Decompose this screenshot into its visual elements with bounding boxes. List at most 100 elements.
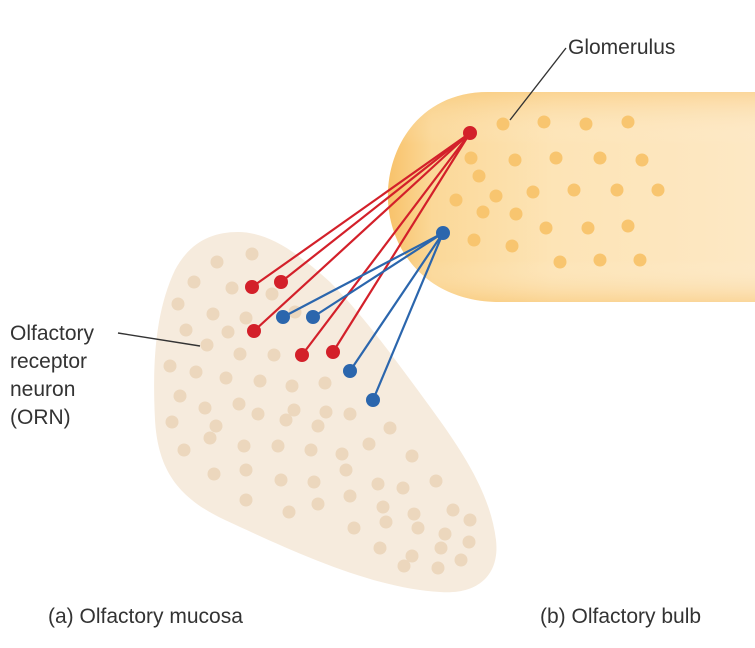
orn-label-line-3: neuron [10, 378, 76, 401]
bulb-dot [505, 239, 519, 253]
mucosa-dot [225, 281, 239, 295]
orn-label: Olfactory receptor neuron (ORN) [10, 320, 94, 432]
red-axon [253, 132, 471, 332]
bulb-glomeruli-dots [449, 115, 665, 269]
mucosa-dot [318, 376, 332, 390]
bulb-dot [472, 169, 486, 183]
red-neuron-dot [247, 324, 261, 338]
mucosa-dot [207, 467, 221, 481]
mucosa-dot [239, 311, 253, 325]
mucosa-dot [163, 359, 177, 373]
bulb-dot [476, 205, 490, 219]
mucosa-dot [287, 403, 301, 417]
mucosa-dot [198, 401, 212, 415]
bulb-dot [593, 151, 607, 165]
blue-axon [349, 232, 444, 372]
red-neuron-dot [295, 348, 309, 362]
mucosa-dot [396, 481, 410, 495]
orn-label-line-1: Olfactory [10, 322, 95, 345]
mucosa-dot [411, 521, 425, 535]
red-neuron-dot [326, 345, 340, 359]
bulb-dot [509, 207, 523, 221]
mucosa-dot [285, 379, 299, 393]
mucosa-dot [233, 347, 247, 361]
mucosa-dot [232, 397, 246, 411]
red-neuron-dot [274, 275, 288, 289]
mucosa-dot [239, 463, 253, 477]
bulb-dot [539, 221, 553, 235]
blue-axon [371, 232, 445, 401]
caption-olfactory-mucosa: (a) Olfactory mucosa [48, 605, 243, 628]
mucosa-dot [177, 443, 191, 457]
red-axon [332, 132, 471, 353]
mucosa-dot [454, 553, 468, 567]
mucosa-dot [343, 407, 357, 421]
mucosa-dot [179, 323, 193, 337]
glomerulus-leader-line [509, 47, 567, 121]
mucosa-dot [463, 513, 477, 527]
bulb-dot [553, 255, 567, 269]
mucosa-dot [304, 443, 318, 457]
bulb-dot [508, 153, 522, 167]
mucosa-dot [189, 365, 203, 379]
mucosa-dot [200, 338, 214, 352]
bulb-dot [633, 253, 647, 267]
mucosa-dot [274, 473, 288, 487]
mucosa-dot [362, 437, 376, 451]
bulb-dot [549, 151, 563, 165]
red-axon [280, 132, 471, 283]
bulb-dot [489, 189, 503, 203]
bulb-dot [537, 115, 551, 129]
blue-axon [312, 232, 444, 318]
bulb-dot [581, 221, 595, 235]
bulb-dot [579, 117, 593, 131]
blue-neuron-dot [306, 310, 320, 324]
mucosa-dot [219, 371, 233, 385]
glomerulus-label: Glomerulus [568, 36, 676, 59]
mucosa-dot [311, 419, 325, 433]
mucosa-dot [267, 348, 281, 362]
mucosa-dot [311, 497, 325, 511]
mucosa-dot [405, 549, 419, 563]
blue-neuron-dot [366, 393, 380, 407]
red-neuron-dot [245, 280, 259, 294]
bulb-dot [621, 115, 635, 129]
mucosa-dot [446, 503, 460, 517]
bulb-dot [567, 183, 581, 197]
axon-lines [251, 132, 471, 401]
mucosa-dot [429, 474, 443, 488]
mucosa-dot [279, 413, 293, 427]
mucosa-dot [339, 463, 353, 477]
bulb-dot [467, 233, 481, 247]
mucosa-dot [462, 535, 476, 549]
bulb-dot [651, 183, 665, 197]
mucosa-dot [187, 275, 201, 289]
mucosa-dot [210, 255, 224, 269]
mucosa-dot [171, 297, 185, 311]
blue-neuron-dot [276, 310, 290, 324]
orn-label-line-2: receptor [10, 350, 88, 373]
mucosa-dot [347, 521, 361, 535]
mucosa-dot [173, 389, 187, 403]
mucosa-dot [203, 431, 217, 445]
mucosa-dot [376, 500, 390, 514]
mucosa-dot [379, 515, 393, 529]
caption-olfactory-bulb: (b) Olfactory bulb [540, 605, 702, 628]
red-axon [251, 132, 471, 288]
bulb-dot [496, 117, 510, 131]
orn-label-line-4: (ORN) [10, 406, 71, 429]
mucosa-dot [335, 447, 349, 461]
mucosa-dot [245, 247, 259, 261]
mucosa-dot [383, 421, 397, 435]
blue-glomerulus-dot [436, 226, 450, 240]
mucosa-dot [282, 505, 296, 519]
mucosa-dot [397, 559, 411, 573]
mucosa-receptor-dots [163, 247, 477, 575]
bulb-dot [464, 151, 478, 165]
mucosa-dot [431, 561, 445, 575]
red-axon [301, 132, 471, 356]
mucosa-dot [239, 493, 253, 507]
mucosa-dot [265, 287, 279, 301]
red-glomerulus-dot [463, 126, 477, 140]
